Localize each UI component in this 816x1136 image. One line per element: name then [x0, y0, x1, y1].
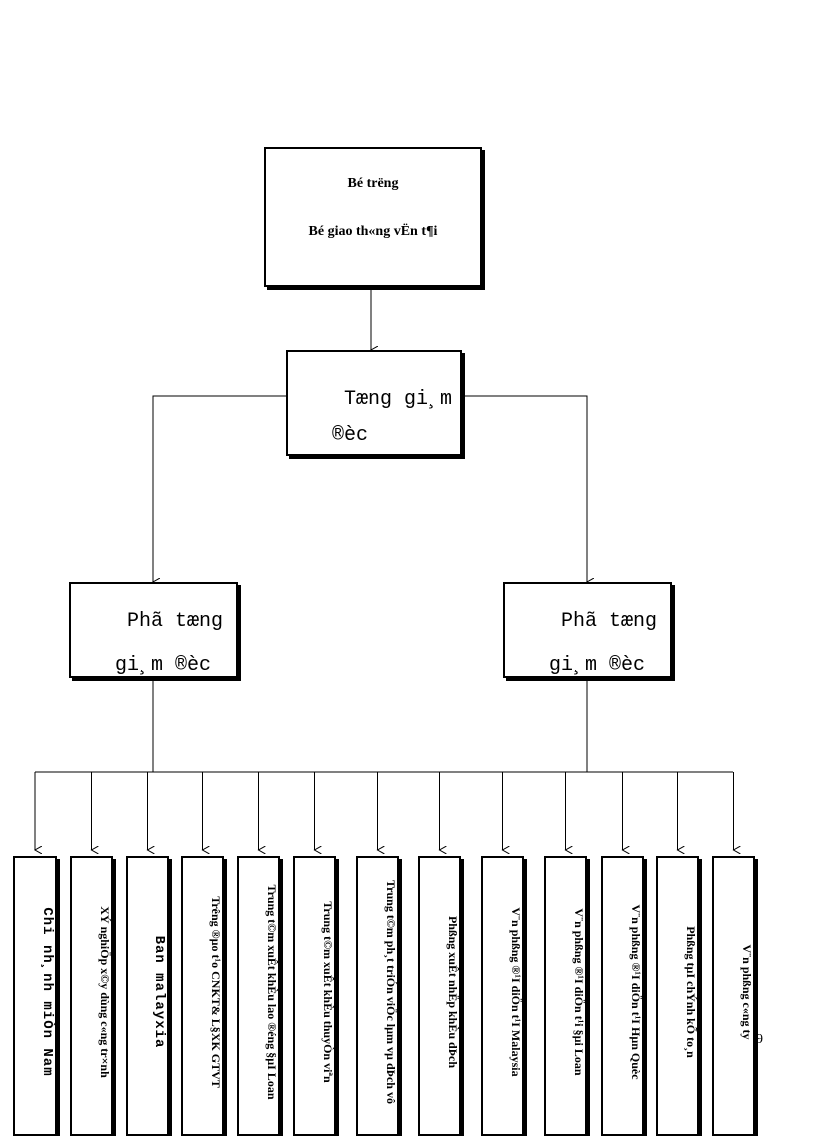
- unit-label: V¨n phßng ®¹I diÖn t¹I Malaysia: [509, 907, 523, 1077]
- deputy-left-line1: Phã tæng: [127, 610, 224, 633]
- director-title-line2: ®èc: [332, 424, 369, 447]
- deputy-left-line2: gi¸m ®èc: [115, 654, 212, 677]
- unit-label: Trung t©m xuÊt khÈu thuyÒn viªn: [321, 901, 335, 1083]
- deputy-right-line1: Phã tæng: [561, 610, 658, 633]
- unit-label: V¨n phßng ®¹I diÖn t¹i §µi Loan: [572, 908, 586, 1076]
- unit-box: V¨n phßng ®¹I diÖn t¹I Hµn Quèc: [601, 856, 644, 1136]
- deputy-director-left-box: Phã tæng gi¸m ®èc: [69, 582, 238, 678]
- deputy-director-right-box: Phã tæng gi¸m ®èc: [503, 582, 672, 678]
- unit-label: Trung t©m ph¸t triÓn viÖc lµm vµ dÞch vô: [384, 880, 398, 1104]
- unit-label: Phßng tµI chÝnh kÕ to¸n: [684, 926, 698, 1058]
- ministry-name: Bé giao th«ng vËn t¶i: [308, 224, 438, 239]
- deputy-right-line2: gi¸m ®èc: [549, 654, 646, 677]
- unit-box: Trung t©m xuÊt khÈu thuyÒn viªn: [293, 856, 336, 1136]
- unit-label: Tr­êng ®µo t¹o CNKT& L§XK GTVT: [209, 896, 223, 1088]
- minister-title: Bé tr­ëng: [347, 176, 399, 191]
- unit-label: XÝ nghiÖp x©y dùng c«ng tr×nh: [98, 906, 112, 1078]
- director-box: Tæng gi¸m ®èc: [286, 350, 462, 456]
- minister-box: Bé tr­ëng Bé giao th«ng vËn t¶i: [264, 147, 482, 287]
- unit-box: Ban malayxia: [126, 856, 169, 1136]
- unit-label: V¨n phßng ®¹I diÖn t¹I Hµn Quèc: [629, 904, 643, 1080]
- unit-label: V¨n phßng c«ng ty: [740, 944, 754, 1040]
- unit-label: Chi nh¸nh miÒn Nam: [39, 907, 55, 1077]
- unit-label: Trung t©m xuÊt khÈu lao ®éng §µI Loan: [265, 884, 279, 1100]
- unit-box: Chi nh¸nh miÒn Nam: [13, 856, 57, 1136]
- unit-box: Trung t©m ph¸t triÓn viÖc lµm vµ dÞch vô: [356, 856, 399, 1136]
- unit-box: Phßng xuÊt nhËp khÈu dÞch: [418, 856, 461, 1136]
- unit-box: V¨n phßng ®¹I diÖn t¹I Malaysia: [481, 856, 524, 1136]
- unit-label: Phßng xuÊt nhËp khÈu dÞch: [446, 915, 460, 1069]
- unit-box: Tr­êng ®µo t¹o CNKT& L§XK GTVT: [181, 856, 224, 1136]
- unit-box: V¨n phßng ®¹I diÖn t¹i §µi Loan: [544, 856, 587, 1136]
- director-to-right-deputy-arrow: [461, 395, 587, 582]
- unit-box: Trung t©m xuÊt khÈu lao ®éng §µI Loan: [237, 856, 280, 1136]
- director-title-line1: Tæng gi¸m: [344, 388, 453, 411]
- unit-label: Ban malayxia: [151, 935, 167, 1049]
- page-number: 9: [756, 1032, 763, 1047]
- unit-box: Phßng tµI chÝnh kÕ to¸n: [656, 856, 699, 1136]
- unit-box: V¨n phßng c«ng ty: [712, 856, 755, 1136]
- director-to-left-deputy-arrow: [153, 395, 290, 582]
- unit-box: XÝ nghiÖp x©y dùng c«ng tr×nh: [70, 856, 113, 1136]
